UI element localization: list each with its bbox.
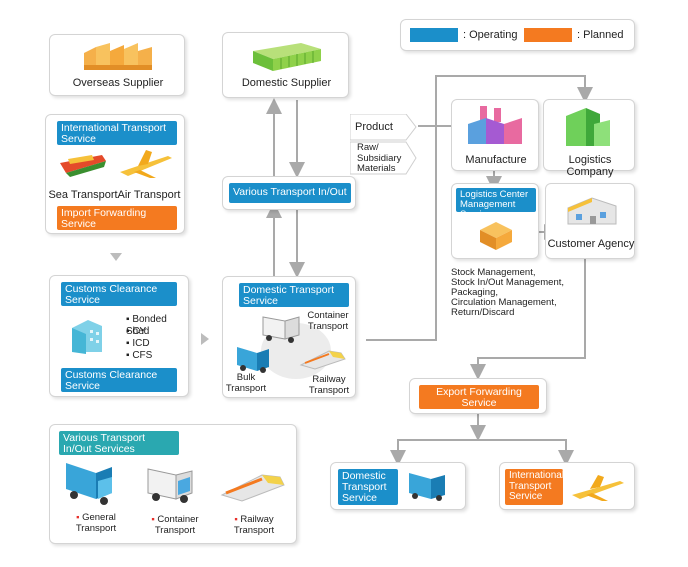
- various-transport-middle-title: Various Transport In/Out: [229, 183, 351, 203]
- various-transport-services-title: Various Transport In/Out Services: [59, 431, 179, 455]
- office-building-icon: [566, 108, 610, 146]
- airplane-icon: [120, 150, 172, 178]
- logistics-center-box: Logistics Center Management Service: [451, 183, 539, 259]
- customer-agency-box: Customer Agency: [545, 183, 635, 259]
- legend-operating-label: : Operating: [463, 29, 518, 41]
- logistics-company-box: Logistics Company: [543, 99, 635, 178]
- bulk-transport-label: Bulk Transport: [225, 372, 267, 394]
- input-chips-backdrop: [350, 114, 417, 175]
- air-transport-label: Air Transport: [117, 189, 181, 201]
- overseas-supplier-label: Overseas Supplier: [72, 77, 164, 89]
- customer-agency-label: Customer Agency: [547, 238, 635, 250]
- customs-item-bonded-shed: ▪ Bonded Shed: [126, 314, 167, 337]
- railway-train-icon: [299, 350, 346, 370]
- various-transport-services-box: Various Transport In/Out Services ▪ Gene…: [49, 424, 297, 544]
- railway-train-icon: [220, 474, 285, 502]
- logistics-function-return: Return/Discard: [451, 307, 515, 318]
- domestic-transport-title: Domestic Transport Service: [239, 283, 349, 307]
- logistics-center-title: Logistics Center Management Service: [456, 188, 536, 212]
- airplane-icon: [572, 475, 624, 501]
- raw-materials-label: Raw/ Subsidiary Materials: [357, 142, 402, 174]
- manufacture-box: Manufacture: [451, 99, 539, 171]
- manufacture-label: Manufacture: [465, 154, 527, 166]
- railway-transport-label: ▪ Railway Transport: [233, 514, 275, 536]
- product-label: Product: [355, 121, 393, 133]
- export-forwarding-box: Export Forwarding Service: [409, 378, 547, 414]
- customs-item-cy: ▪ CY: [126, 326, 147, 337]
- manufacture-factory-icon: [468, 106, 522, 144]
- customs-item-icd: ▪ ICD: [126, 338, 150, 349]
- domestic-transport-box: Domestic Transport Service Container Tra…: [222, 276, 356, 398]
- overseas-supplier-box: Overseas Supplier: [49, 34, 185, 96]
- international-transport-box: International Transport Service Sea Tran…: [45, 114, 185, 234]
- legend: : Operating : Planned: [400, 19, 635, 51]
- customs-item-cfs: ▪ CFS: [126, 350, 153, 361]
- customs-clearance-title-top: Customs Clearance Service: [61, 282, 177, 306]
- various-transport-middle-box: Various Transport In/Out: [222, 176, 356, 210]
- logistics-function-circulation: Circulation Management,: [451, 297, 557, 308]
- logistics-function-stock: Stock Management,: [451, 267, 536, 278]
- ship-icon: [60, 155, 106, 177]
- sea-transport-label: Sea Transport: [48, 189, 118, 201]
- legend-planned-label: : Planned: [577, 29, 624, 41]
- railway-transport-label: Railway Transport: [308, 374, 350, 396]
- container-truck-icon: [262, 316, 300, 343]
- international-transport-title: International Transport Service: [57, 121, 177, 145]
- container-transport-label: ▪ Container Transport: [151, 514, 199, 536]
- import-forwarding-title: Import Forwarding Service: [57, 206, 177, 230]
- general-truck-icon: [66, 463, 112, 505]
- container-truck-icon: [147, 468, 193, 503]
- logistics-function-inout: Stock In/Out Management,: [451, 277, 565, 288]
- international-output-title: International Transport Service: [505, 469, 564, 505]
- customs-building-icon: [72, 320, 102, 354]
- logistics-company-label: Logistics Company: [566, 154, 614, 178]
- boxes-icon: [480, 222, 512, 250]
- customs-clearance-title-bottom: Customs Clearance Service: [61, 368, 177, 392]
- logistics-function-packaging: Packaging,: [451, 287, 499, 298]
- customs-clearance-box: Customs Clearance Service ▪ Bonded Shed …: [49, 275, 189, 397]
- warehouse-icon: [253, 43, 321, 71]
- legend-planned-swatch: [524, 28, 572, 42]
- domestic-supplier-label: Domestic Supplier: [241, 77, 332, 89]
- general-transport-label: ▪ General Transport: [75, 512, 117, 534]
- export-forwarding-title: Export Forwarding Service: [419, 385, 539, 409]
- legend-operating-swatch: [410, 28, 458, 42]
- agency-building-icon: [567, 197, 617, 225]
- container-transport-label: Container Transport: [307, 310, 349, 332]
- domestic-supplier-box: Domestic Supplier: [222, 32, 349, 98]
- bulk-truck-icon: [237, 347, 269, 373]
- international-output-box: International Transport Service: [499, 462, 635, 510]
- domestic-output-title: Domestic Transport Service: [338, 469, 398, 505]
- factory-icon: [84, 43, 152, 70]
- domestic-output-box: Domestic Transport Service: [330, 462, 466, 510]
- truck-icon: [409, 473, 445, 501]
